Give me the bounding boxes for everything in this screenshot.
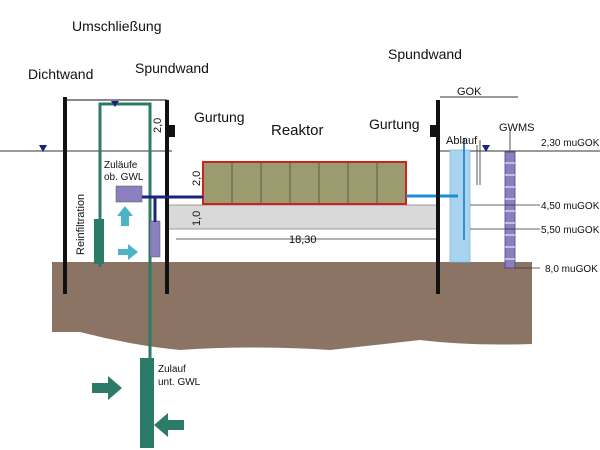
inflow-lower-label-2: unt. GWL [158,377,201,388]
inflow-lower-label-1: Zulauf [158,364,186,375]
inflows-upper-label-2: ob. GWL [104,172,144,183]
waling-left-label: Gurtung [194,109,245,125]
ground [52,262,532,350]
dimension-reactor-height: 2,0 [191,171,203,186]
dimension-base-thickness: 1,0 [191,211,203,226]
gwms-label: GWMS [499,122,534,134]
up-arrow-icon [117,206,133,226]
depth-label-450: 4,50 muGOK [541,201,600,212]
reinfiltration-label: Reinfiltration [75,194,87,255]
inflows-upper-label-1: Zuläufe [104,160,138,171]
gok-label: GOK [457,86,482,98]
depth-label-550: 5,50 muGOK [541,225,600,236]
right-arrow-icon [118,244,138,260]
upper-inflow-box-2 [149,220,161,258]
enclosure-label: Umschließung [72,18,161,34]
sheet-pile-left-label: Spundwand [135,60,209,76]
water-level-left-icon [39,145,47,152]
left-arrow-green-icon [154,413,184,437]
upper-inflow-box [115,185,143,203]
right-arrow-green-icon [92,376,122,400]
base-slab [167,204,439,230]
waling-right-label: Gurtung [369,116,420,132]
right-sheet-pile [436,100,440,294]
outflow-shaft [449,149,471,263]
waling-left-block [169,125,175,137]
reinfiltration-well [94,219,104,264]
dimension-wall-top: 2,0 [152,118,164,133]
waling-right-block [430,125,436,137]
slurry-wall [63,97,67,294]
reactor-label: Reaktor [271,122,324,139]
sheet-pile-right-label: Spundwand [388,46,462,62]
depth-label-800: 8,0 muGOK [545,264,598,275]
slurry-wall-label: Dichtwand [28,66,93,82]
dimension-reactor-length: 18,30 [289,234,317,246]
gwms-tube [504,151,516,269]
water-level-top-icon [111,101,119,107]
depth-label-230: 2,30 muGOK [541,138,600,149]
reactor [202,161,407,205]
lower-inflow-well [140,358,154,448]
outflow-label: Ablauf [446,135,478,147]
water-level-right-icon [482,145,490,152]
